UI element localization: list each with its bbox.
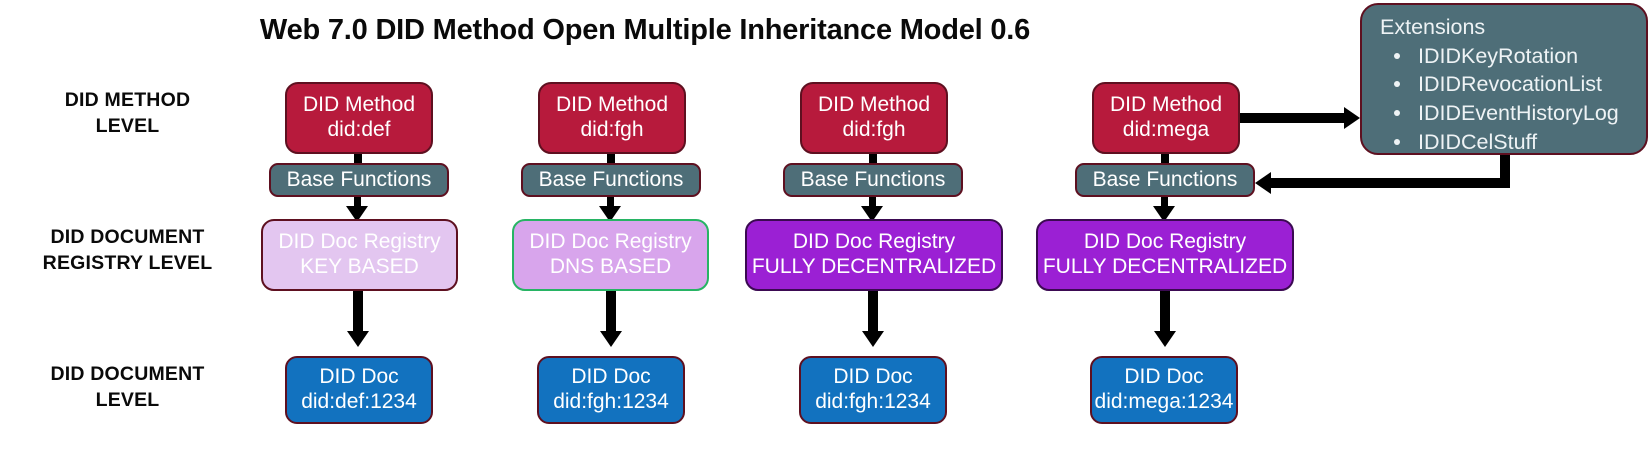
registry-kind: DNS BASED [549,255,672,278]
base-functions-label: Base Functions [800,167,946,191]
extension-item[interactable]: IDIDCelStuff [1380,128,1646,157]
did-method-title: DID Method [817,93,931,117]
base-functions-box-1[interactable]: Base Functions [269,163,449,197]
connector-method-to-base-4 [1161,150,1169,164]
arrowhead-registry-to-doc-2 [600,331,622,347]
connector-base-to-registry-2 [607,196,614,213]
did-doc-id: did:mega:1234 [1094,390,1234,413]
connector-method4-to-extensions [1240,113,1346,123]
base-functions-label: Base Functions [538,167,684,191]
arrowhead-method4-to-extensions [1344,107,1360,129]
connector-method-to-base-2 [607,150,615,164]
did-doc-box-2[interactable]: DID Doc did:fgh:1234 [537,356,685,424]
extensions-title: Extensions [1380,15,1486,39]
level-label-line2: LEVEL [95,114,160,137]
registry-kind: KEY BASED [300,255,419,278]
did-method-title: DID Method [555,93,669,117]
did-method-box-2[interactable]: DID Method did:fgh [538,82,686,154]
base-functions-box-2[interactable]: Base Functions [521,163,701,197]
base-functions-box-4[interactable]: Base Functions [1075,163,1255,197]
did-method-title: DID Method [1109,93,1223,117]
registry-title: DID Doc Registry [1083,230,1247,254]
did-doc-id: did:def:1234 [301,390,417,413]
registry-title: DID Doc Registry [792,230,956,254]
connector-base-to-registry-1 [354,196,361,213]
connector-extensions-return-vertical [1500,152,1510,188]
registry-title: DID Doc Registry [529,230,692,254]
did-doc-box-1[interactable]: DID Doc did:def:1234 [285,356,433,424]
arrowhead-base-to-registry-3 [861,206,883,222]
connector-registry-to-doc-2 [606,291,616,339]
did-doc-id: did:fgh:1234 [553,390,669,413]
did-doc-title: DID Doc [833,365,913,389]
did-method-box-3[interactable]: DID Method did:fgh [800,82,948,154]
connector-base-to-registry-3 [869,196,876,213]
connector-registry-to-doc-4 [1160,291,1170,339]
arrowhead-extensions-to-base4 [1255,172,1271,194]
registry-title: DID Doc Registry [278,230,441,254]
base-functions-label: Base Functions [286,167,432,191]
level-label-line2: REGISTRY LEVEL [42,251,213,274]
level-label-did-doc-registry: DID DOCUMENT REGISTRY LEVEL [0,225,255,276]
did-method-id: did:fgh [842,118,906,141]
extensions-list: IDIDKeyRotation IDIDRevocationList IDIDE… [1380,42,1646,156]
did-doc-title: DID Doc [319,365,399,389]
did-doc-registry-box-4[interactable]: DID Doc Registry FULLY DECENTRALIZED [1036,219,1294,291]
level-label-did-method: DID METHOD LEVEL [0,88,255,139]
did-doc-id: did:fgh:1234 [815,390,931,413]
extensions-box[interactable]: Extensions IDIDKeyRotation IDIDRevocatio… [1360,3,1648,155]
extension-item[interactable]: IDIDEventHistoryLog [1380,99,1646,128]
level-label-did-document: DID DOCUMENT LEVEL [0,362,255,413]
did-method-box-1[interactable]: DID Method did:def [285,82,433,154]
did-method-id: did:def [327,118,391,141]
page-title: Web 7.0 DID Method Open Multiple Inherit… [259,14,1031,46]
connector-registry-to-doc-3 [868,291,878,339]
registry-kind: FULLY DECENTRALIZED [751,255,997,278]
extension-item[interactable]: IDIDKeyRotation [1380,42,1646,71]
did-doc-title: DID Doc [1124,365,1204,389]
did-doc-registry-box-3[interactable]: DID Doc Registry FULLY DECENTRALIZED [745,219,1003,291]
arrowhead-base-to-registry-4 [1153,206,1175,222]
connector-registry-to-doc-1 [353,291,363,339]
arrowhead-base-to-registry-1 [346,206,368,222]
extension-item[interactable]: IDIDRevocationList [1380,70,1646,99]
did-doc-registry-box-1[interactable]: DID Doc Registry KEY BASED [261,219,458,291]
registry-kind: FULLY DECENTRALIZED [1042,255,1288,278]
did-doc-box-4[interactable]: DID Doc did:mega:1234 [1090,356,1238,424]
did-method-id: did:mega [1122,118,1210,141]
base-functions-label: Base Functions [1092,167,1238,191]
did-method-id: did:fgh [580,118,644,141]
connector-method-to-base-3 [869,150,877,164]
connector-base-to-registry-4 [1161,196,1168,213]
arrowhead-base-to-registry-2 [599,206,621,222]
base-functions-box-3[interactable]: Base Functions [783,163,963,197]
level-label-line1: DID METHOD [64,89,191,111]
level-label-line1: DID DOCUMENT [50,363,205,385]
did-method-title: DID Method [302,93,416,117]
level-label-line1: DID DOCUMENT [50,226,205,248]
did-doc-title: DID Doc [571,365,651,389]
did-doc-registry-box-2[interactable]: DID Doc Registry DNS BASED [512,219,709,291]
did-method-box-4[interactable]: DID Method did:mega [1092,82,1240,154]
level-label-line2: LEVEL [95,388,160,411]
arrowhead-registry-to-doc-3 [862,331,884,347]
connector-method-to-base-1 [354,150,362,164]
connector-extensions-return-horizontal [1271,178,1510,188]
arrowhead-registry-to-doc-1 [347,331,369,347]
arrowhead-registry-to-doc-4 [1154,331,1176,347]
did-doc-box-3[interactable]: DID Doc did:fgh:1234 [799,356,947,424]
